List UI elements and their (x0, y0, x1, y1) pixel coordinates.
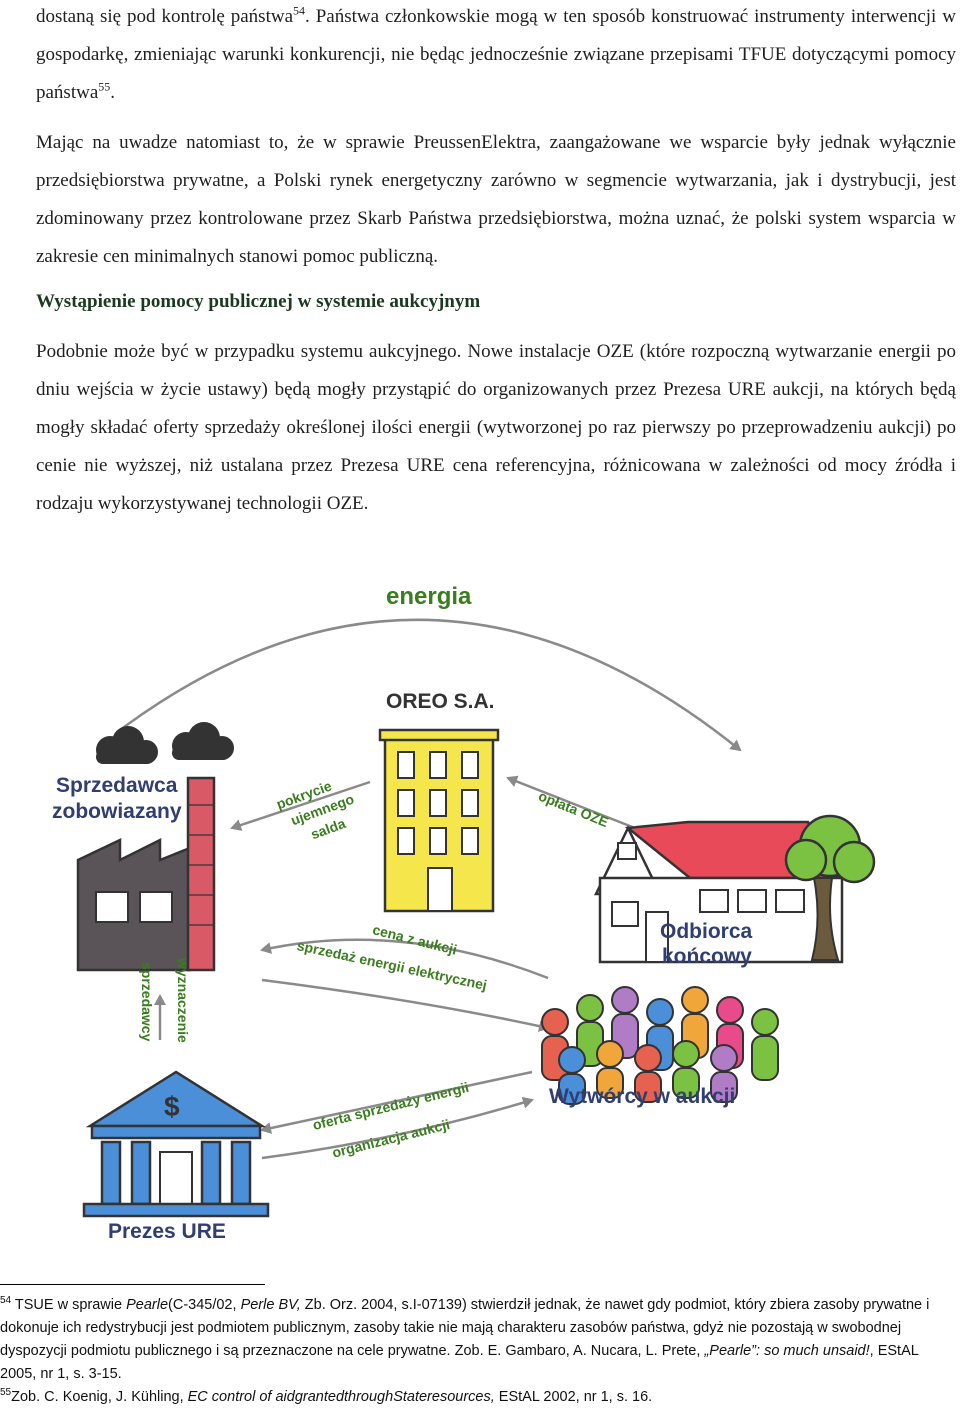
oreo-building-icon (378, 728, 500, 913)
smoke-cloud-icon (96, 722, 234, 764)
designation-label-line1: wyznaczenie (175, 957, 191, 1043)
fee-arrow (506, 775, 641, 832)
support-scheme-diagram: energia OREO S.A. Sprz (0, 560, 960, 1260)
footnote-54-text-c: (C-345/02, (168, 1297, 241, 1313)
designation-label-line2: sprzedawcy (139, 962, 155, 1042)
dollar-icon: $ (164, 1091, 180, 1122)
covering-label: pokrycie ujemnego salda (274, 777, 356, 842)
diagram-svg: energia OREO S.A. Sprz (52, 583, 876, 1243)
section-heading: Wystąpienie pomocy publicznej w systemie… (36, 291, 481, 312)
footnote-54-text-e: Zb. Orz. 2004, s.I-07139) stwierdził jed… (0, 1297, 930, 1359)
organization-arrow (261, 1096, 534, 1160)
paragraph-1: dostaną się pod kontrolę państwa54. Pańs… (36, 0, 956, 112)
footnote-separator (0, 1284, 265, 1285)
paragraph-3: Podobnie może być w przypadku systemu au… (36, 341, 956, 514)
offer-arrow (260, 1070, 533, 1134)
footnote-54-article-title: „Pearle”: so much unsaid! (704, 1343, 870, 1359)
producers-label: Wytwórcy w aukcji (549, 1085, 735, 1108)
bank-building-icon (82, 1070, 270, 1218)
oreo-label: OREO S.A. (386, 690, 495, 713)
footnote-55-text-c: EStAL 2002, nr 1, s. 16. (494, 1389, 653, 1405)
auction-price-arrow (260, 938, 549, 980)
energia-arc-arrow (119, 618, 742, 752)
footnote-54-number: 54 (0, 1295, 12, 1307)
footnote-54-party-name: Perle BV, (240, 1297, 301, 1313)
producers-crowd-icon (541, 986, 779, 1105)
paragraph-1-text-c: . (110, 82, 116, 103)
seller-label-line1: Sprzedawca (56, 774, 178, 797)
footnote-55-article-title: EC control of aidgrantedthroughStatereso… (187, 1389, 495, 1405)
paragraph-2: Mając na uwadze natomiast to, że w spraw… (36, 132, 956, 267)
footnote-ref-54[interactable]: 54 (293, 3, 306, 18)
covering-arrow (230, 780, 371, 831)
president-label: Prezes URE (108, 1220, 226, 1243)
end-user-label-line2: końcowy (662, 945, 752, 968)
sale-arrow (261, 978, 550, 1032)
paragraph-1-text-a: dostaną się pod kontrolę państwa (36, 6, 294, 27)
footnote-55: 55Zob. C. Koenig, J. Kühling, EC control… (0, 1386, 950, 1409)
footnote-54-text-g: , EStAL 2005, nr 1, s. 3-15. (0, 1343, 919, 1382)
footnote-54: 54 TSUE w sprawie Pearle(C-345/02, Perle… (0, 1294, 950, 1386)
seller-label-line2: zobowiazany (52, 800, 182, 823)
auction-price-label: cena z aukcji (371, 921, 459, 957)
footnote-ref-55[interactable]: 55 (98, 79, 111, 94)
tree-icon (784, 814, 876, 961)
energia-label: energia (386, 583, 472, 610)
footnote-54-text-a: TSUE w sprawie (11, 1297, 127, 1313)
fee-label: opłata OZE (536, 788, 611, 831)
footnote-54-case-name: Pearle (126, 1297, 169, 1313)
end-user-label-line1: Odbiorca (660, 920, 753, 943)
factory-icon (76, 776, 216, 972)
footnotes: 54 TSUE w sprawie Pearle(C-345/02, Perle… (0, 1294, 950, 1409)
footnote-55-number: 55 (0, 1387, 12, 1399)
paragraph-1-text-b: . Państwa członkowskie mogą w ten sposób… (36, 6, 956, 103)
sale-label: sprzedaż energii elektrycznej (296, 937, 489, 993)
footnote-55-text-a: Zob. C. Koenig, J. Kühling, (11, 1389, 188, 1405)
